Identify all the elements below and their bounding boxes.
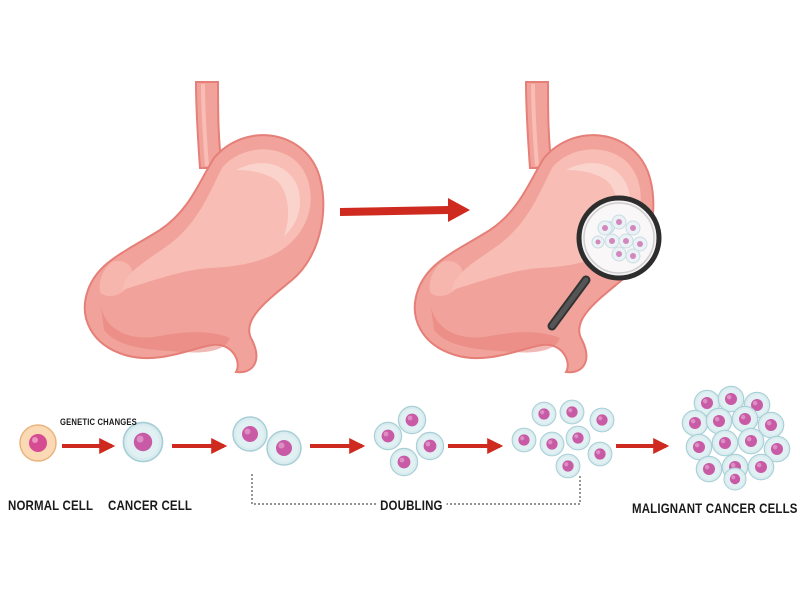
normal-cell-label: NORMAL CELL	[8, 497, 94, 513]
magnifying-glass-icon	[547, 195, 662, 331]
genetic-changes-label: GENETIC CHANGES	[60, 417, 137, 427]
normal-cell	[19, 424, 57, 462]
magnified-cells	[591, 214, 648, 264]
two-cells	[232, 416, 302, 466]
cancer-cell	[122, 421, 164, 463]
malignant-cancer-cells-label: MALIGNANT CANCER CELLS	[632, 500, 798, 516]
progression-arrow	[340, 198, 470, 222]
malignant-cluster	[681, 385, 791, 491]
four-cells	[373, 405, 445, 477]
eight-cells	[511, 399, 615, 479]
doubling-label: DOUBLING	[376, 497, 447, 513]
healthy-stomach	[82, 80, 326, 375]
cancer-cell-label: CANCER CELL	[108, 497, 193, 513]
